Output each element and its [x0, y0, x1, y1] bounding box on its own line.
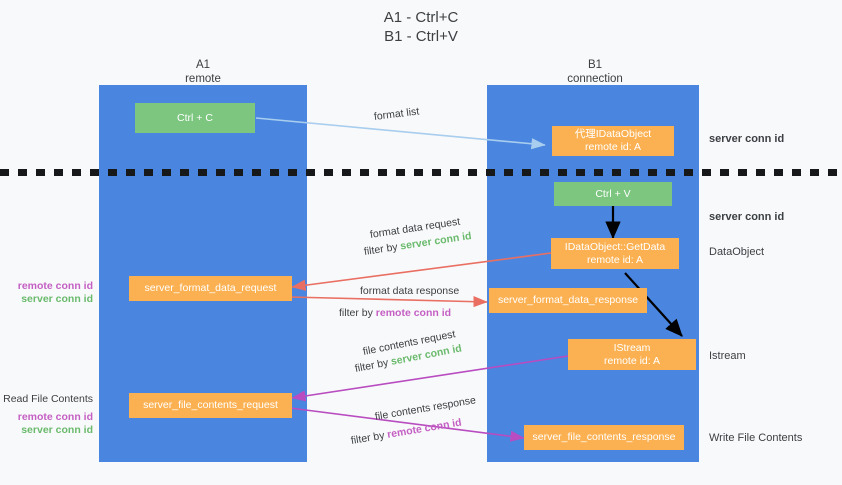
- left-label-read-file-contents: Read File Contents: [3, 393, 93, 405]
- left-label-file-remote-conn-id: remote conn id: [17, 411, 93, 423]
- right-label-server-conn-id-top: server conn id: [709, 133, 785, 145]
- left-label-format-remote-conn-id: remote conn id: [17, 280, 93, 292]
- box-istream-line2: remote id: A: [603, 354, 661, 367]
- box-server-file-contents-request-label: server_file_contents_request: [143, 399, 278, 411]
- left-label-format-server-conn-id: server conn id: [21, 293, 93, 305]
- page-title: A1 - Ctrl+C B1 - Ctrl+V: [0, 8, 842, 46]
- box-idataobject-getdata-line2: remote id: A: [586, 253, 644, 266]
- column-a1-sub: remote: [185, 73, 221, 85]
- box-proxy-idataobject-line1: 代理IDataObject: [574, 128, 652, 140]
- box-server-file-contents-request[interactable]: server_file_contents_request: [129, 393, 292, 418]
- label-format-list: format list: [373, 105, 420, 123]
- box-server-format-data-request-label: server_format_data_request: [144, 282, 277, 294]
- box-ctrl-v-label: Ctrl + V: [595, 187, 631, 200]
- column-a1-name: A1: [195, 59, 211, 71]
- filter-key-remote-conn-id: remote conn id: [375, 307, 452, 319]
- box-istream[interactable]: IStream remote id: A: [568, 339, 696, 370]
- column-header-b1: B1 connection: [515, 58, 675, 86]
- filter-prefix: filter by: [339, 307, 376, 319]
- label-file-contents-response: file contents response: [374, 394, 477, 423]
- box-ctrl-v[interactable]: Ctrl + V: [554, 182, 672, 206]
- filter-prefix: filter by: [363, 240, 402, 258]
- box-server-file-contents-response-label: server_file_contents_response: [532, 431, 676, 443]
- box-ctrl-c-label: Ctrl + C: [177, 111, 213, 124]
- box-ctrl-c[interactable]: Ctrl + C: [135, 103, 255, 133]
- box-server-format-data-response-label: server_format_data_response: [497, 294, 639, 306]
- column-b1-sub: connection: [567, 73, 623, 85]
- label-format-data-response: format data response: [360, 285, 460, 297]
- box-server-file-contents-response[interactable]: server_file_contents_response: [524, 425, 684, 450]
- right-label-write-file-contents: Write File Contents: [709, 432, 803, 444]
- left-label-file-server-conn-id: server conn id: [21, 424, 93, 436]
- box-idataobject-getdata[interactable]: IDataObject::GetData remote id: A: [551, 238, 679, 269]
- box-istream-line1: IStream: [613, 341, 651, 354]
- label-format-data-response-filter: filter by remote conn id: [339, 306, 451, 320]
- box-server-format-data-request[interactable]: server_format_data_request: [129, 276, 292, 301]
- column-b1-name: B1: [587, 59, 603, 71]
- right-label-istream: Istream: [709, 350, 746, 362]
- box-proxy-idataobject-line2: remote id: A: [584, 141, 642, 153]
- box-idataobject-getdata-line1: IDataObject::GetData: [564, 240, 666, 253]
- box-server-format-data-response[interactable]: server_format_data_response: [489, 288, 647, 313]
- box-proxy-idataobject[interactable]: 代理IDataObject remote id: A: [552, 126, 674, 156]
- title-line-1: A1 - Ctrl+C: [383, 9, 459, 26]
- right-label-server-conn-id-mid: server conn id: [709, 211, 785, 223]
- label-file-contents-response-filter: filter by remote conn id: [350, 416, 463, 448]
- filter-prefix: filter by: [353, 356, 393, 375]
- title-line-2: B1 - Ctrl+V: [384, 28, 458, 45]
- column-header-a1: A1 remote: [123, 58, 283, 86]
- right-label-dataobject: DataObject: [709, 246, 765, 258]
- filter-prefix: filter by: [350, 429, 389, 447]
